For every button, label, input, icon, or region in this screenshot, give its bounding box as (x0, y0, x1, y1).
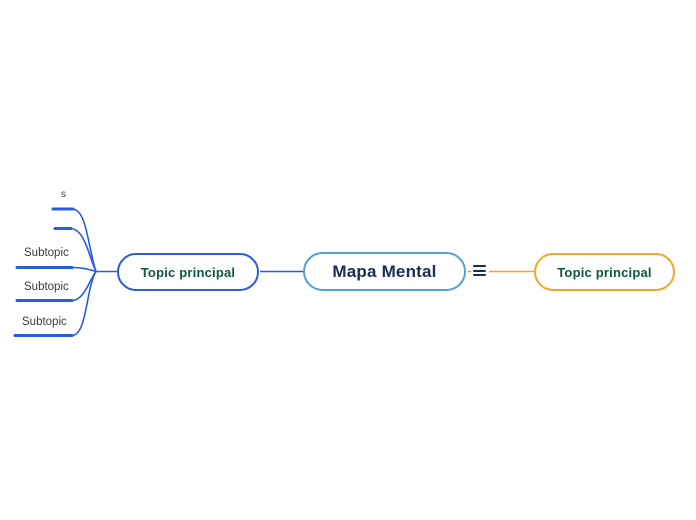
subtopic-node[interactable]: Subtopic (22, 315, 67, 328)
topic-node-left[interactable]: Topic principal (117, 253, 259, 291)
subtopic-node[interactable]: Subtopic (24, 280, 69, 293)
root-label: Mapa Mental (332, 261, 437, 281)
subtopic-node[interactable]: s (61, 189, 66, 200)
handle-bar (473, 274, 486, 276)
connector-curve (71, 271, 97, 302)
handle-bar (473, 265, 486, 267)
handle-bar (473, 269, 486, 272)
connector-curve (70, 227, 97, 272)
topic-label: Topic principal (557, 264, 652, 280)
subtopic-node[interactable]: Subtopic (24, 247, 69, 259)
connector-curve (71, 266, 97, 273)
root-node[interactable]: Mapa Mental (303, 252, 466, 291)
topic-label: Topic principal (140, 264, 236, 280)
topic-node-right[interactable]: Topic principal (534, 253, 675, 291)
collapse-handle-icon[interactable] (473, 265, 486, 276)
connector-curve (71, 271, 97, 337)
